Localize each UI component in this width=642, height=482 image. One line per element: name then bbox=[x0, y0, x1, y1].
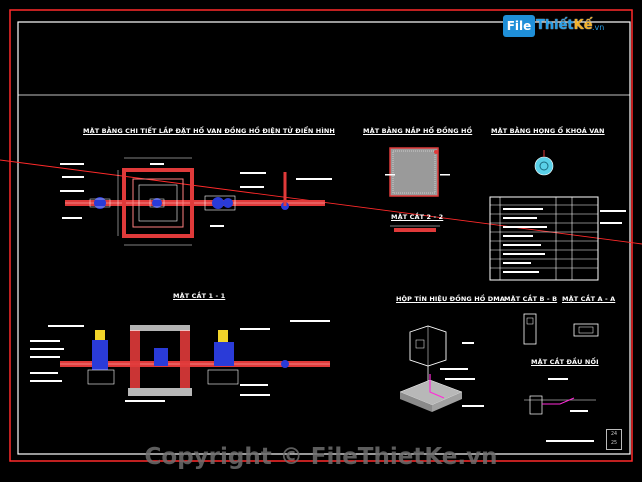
section-a-a-drawing bbox=[573, 323, 599, 337]
copyright-watermark: Copyright © FileThietKe.vn bbox=[144, 444, 498, 470]
title-plan-detail: MẶT BẰNG CHI TIẾT LẮP ĐẶT HỐ VAN ĐỒNG HỒ… bbox=[83, 127, 335, 135]
spec-table bbox=[489, 196, 626, 281]
section-1-1-drawing bbox=[30, 320, 330, 402]
sheet-number-total: 25 bbox=[610, 440, 618, 446]
title-section-a-a: MẶT CẮT A - A bbox=[562, 295, 616, 303]
valve-neck-drawing bbox=[534, 150, 554, 176]
logo-file-box: File bbox=[503, 15, 535, 37]
title-plan-valve-neck: MẶT BẰNG HỌNG Ổ KHOÁ VAN bbox=[491, 127, 605, 135]
inner-frame bbox=[17, 21, 631, 455]
sheet-number: 24 25 bbox=[606, 429, 622, 450]
cover-plan-drawing bbox=[385, 147, 450, 197]
title-section-1-1: MẶT CẮT 1 - 1 bbox=[173, 292, 226, 300]
filethietke-logo: File ThiếtKế .vn bbox=[503, 12, 611, 40]
title-section-b-b: MẶT CẮT B - B bbox=[504, 295, 558, 303]
logo-tld: .vn bbox=[592, 23, 605, 32]
sheet-number-current: 24 bbox=[610, 431, 618, 437]
logo-name-2: Kế bbox=[573, 18, 593, 33]
section-b-b-drawing bbox=[523, 313, 537, 345]
title-plan-meter-cover: MẶT BẰNG NẮP HỐ ĐỒNG HỒ bbox=[363, 127, 473, 135]
title-block-line bbox=[546, 440, 594, 442]
signal-box-drawing bbox=[399, 325, 484, 412]
logo-name: Thiết bbox=[536, 18, 574, 33]
title-section-connection: MẶT CẮT ĐẦU NỐI bbox=[531, 358, 599, 366]
connection-section-drawing bbox=[524, 378, 596, 415]
title-signal-box: HỘP TÍN HIỆU ĐỒNG HỒ DMA bbox=[396, 295, 505, 303]
logo-text: ThiếtKế bbox=[536, 18, 593, 33]
plan-detail-drawing bbox=[60, 157, 332, 246]
outer-frame bbox=[9, 9, 633, 462]
section-2-2-drawing bbox=[390, 225, 440, 232]
title-section-2-2: MẶT CẮT 2 - 2 bbox=[391, 213, 444, 221]
